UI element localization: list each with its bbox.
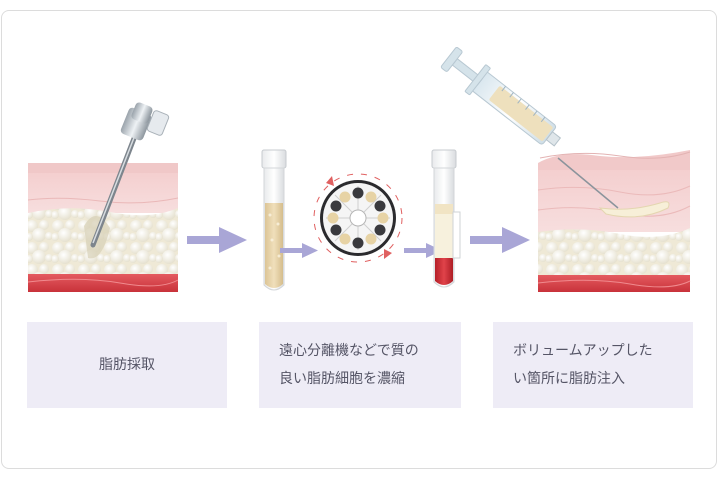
centrifuge-icon (313, 173, 403, 263)
step3-tissue-illustration (537, 150, 691, 292)
test-tube-icon (261, 149, 287, 291)
step1-caption-text: 脂肪採取 (99, 357, 155, 373)
step3-caption-line1: ボリュームアップした (513, 343, 653, 359)
step2-caption: 遠心分離機などで質の 良い脂肪細胞を濃縮 (259, 322, 461, 408)
test-tube-icon (431, 149, 461, 288)
arrow-right-icon (187, 227, 247, 253)
step2-caption-line2: 良い脂肪細胞を濃縮 (279, 371, 405, 387)
step3-caption: ボリュームアップした い箇所に脂肪注入 (493, 322, 693, 408)
arrow-right-icon (470, 227, 530, 253)
step3-caption-line2: い箇所に脂肪注入 (513, 371, 625, 387)
step1-tissue-illustration (27, 163, 179, 292)
syringe-icon (440, 47, 619, 209)
step1-caption: 脂肪採取 (27, 322, 227, 408)
step2-caption-line1: 遠心分離機などで質の (279, 343, 419, 359)
liposuction-cannula-icon (90, 102, 170, 248)
arrow-right-icon (280, 243, 318, 258)
